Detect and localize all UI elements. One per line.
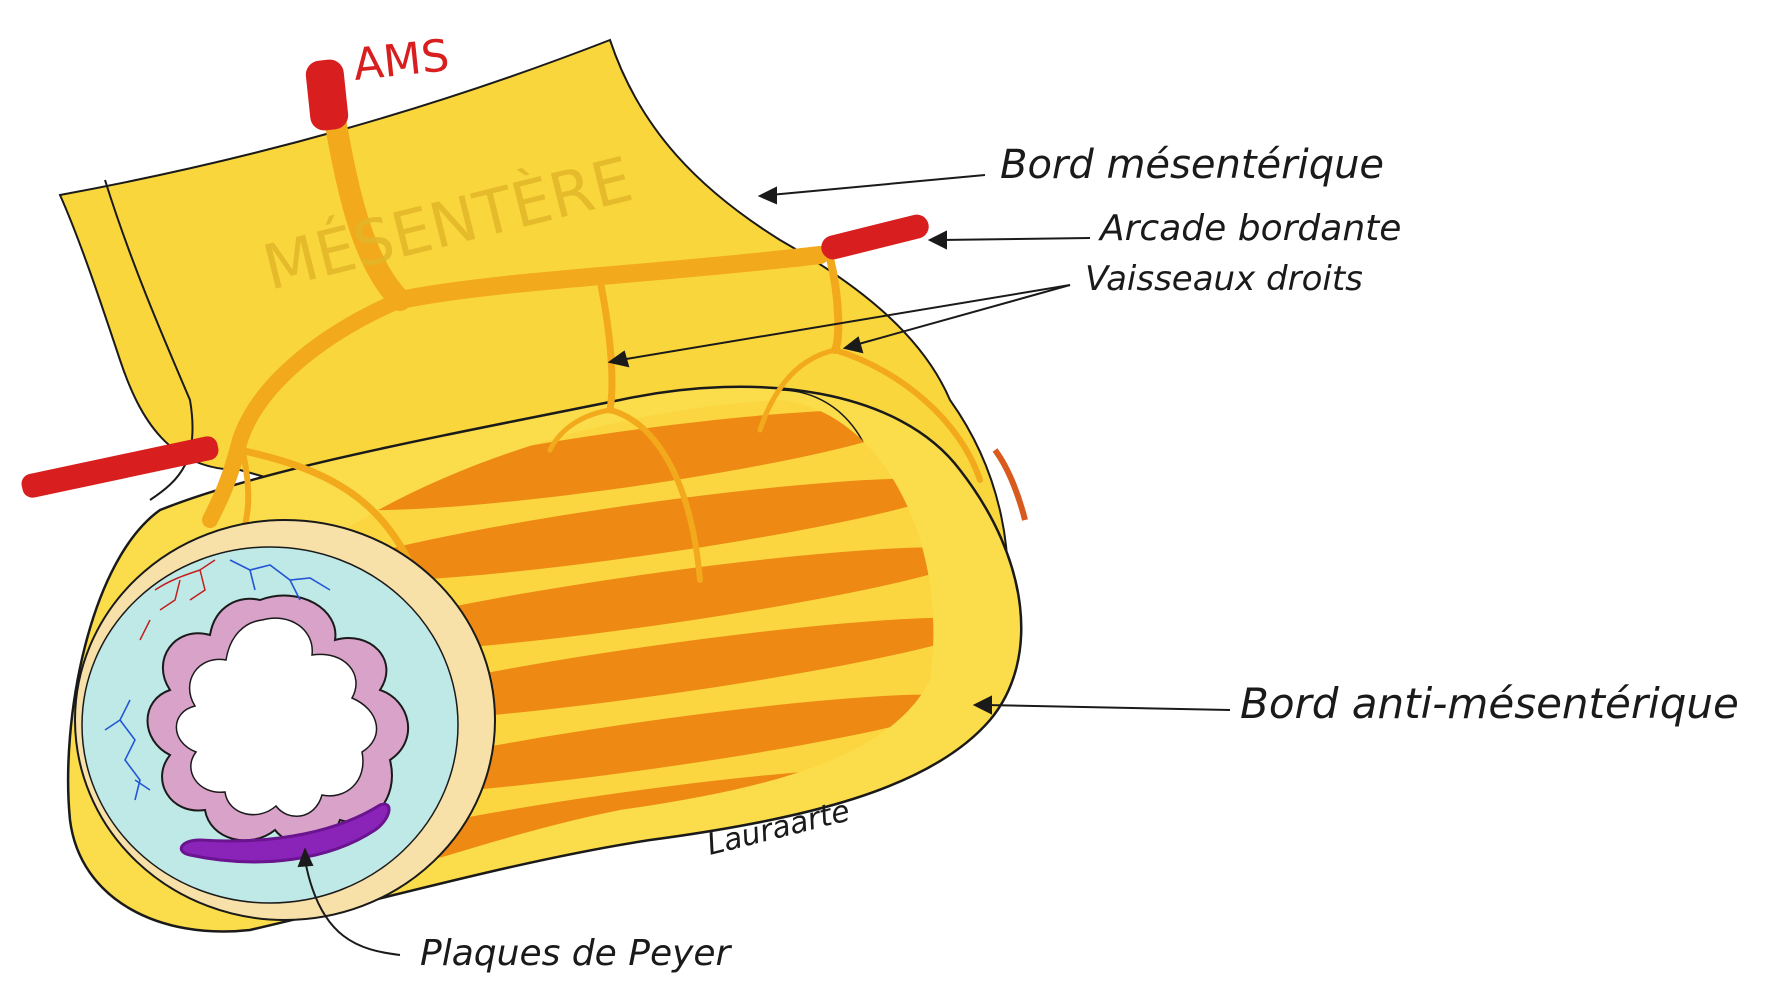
arcade-bordante-label: Arcade bordante [1098, 208, 1401, 249]
arcade-artery-left [20, 434, 221, 499]
arcade-artery-right [819, 212, 932, 262]
bord-mesenterique-label: Bord mésentérique [1000, 142, 1384, 188]
ams-artery [304, 58, 349, 132]
bord-anti-mesenterique-label: Bord anti-mésentérique [1240, 679, 1739, 728]
vaisseaux-droits-label: Vaisseaux droits [1085, 259, 1363, 299]
ams-label: AMS [351, 30, 452, 91]
plaques-de-peyer-label: Plaques de Peyer [420, 933, 733, 974]
intestine-cross-section [75, 520, 495, 920]
